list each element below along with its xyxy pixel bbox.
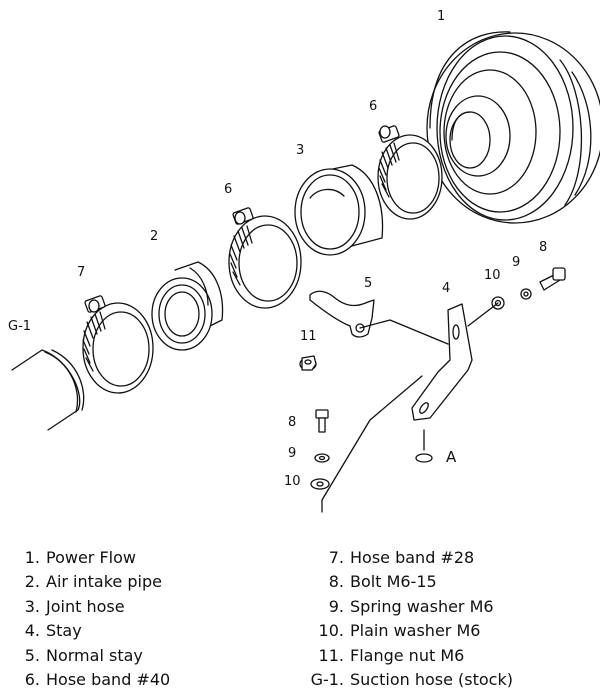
- legend-number: 1.: [24, 548, 40, 567]
- callout-6-lower: 6: [224, 182, 232, 197]
- air-intake-pipe: [151, 261, 224, 351]
- legend-number: 11.: [318, 645, 344, 665]
- legend-item: 1. Power Flow: [14, 546, 170, 570]
- legend-item: 11. Flange nut M6: [304, 644, 513, 668]
- legend-item: 7. Hose band #28: [304, 546, 513, 570]
- legend-number: 4.: [24, 621, 40, 641]
- callout-9-lower: 9: [288, 446, 296, 461]
- legend-number: 8.: [328, 572, 344, 592]
- legend-label: Normal stay: [46, 645, 143, 665]
- callout-9-right: 9: [512, 255, 520, 270]
- legend-number: 3.: [24, 596, 40, 616]
- callout-a: A: [446, 448, 457, 466]
- mount-point-a: [415, 453, 433, 463]
- legend-number: 6.: [24, 670, 40, 690]
- legend-label: Plain washer M6: [350, 621, 481, 641]
- callouts: 1 6 3 6 2 7 G-1 5 4 10 9 8 11 8 9 10 A: [8, 9, 547, 489]
- callout-10-right: 10: [484, 268, 501, 283]
- hose-band-40-lower: [228, 207, 302, 309]
- callout-5: 5: [364, 276, 372, 291]
- power-flow-filter: [426, 31, 600, 224]
- leader-lines: [321, 302, 499, 513]
- normal-stay: [309, 290, 375, 338]
- legend-item: 8. Bolt M6-15: [304, 570, 513, 594]
- legend-label: Hose band #28: [350, 548, 475, 567]
- legend-number: 7.: [328, 548, 344, 567]
- callout-11: 11: [300, 329, 317, 344]
- legend-item: 6. Hose band #40: [14, 668, 170, 692]
- legend-label: Power Flow: [46, 548, 136, 567]
- legend-item: 9. Spring washer M6: [304, 595, 513, 619]
- legend-label: Flange nut M6: [350, 645, 465, 665]
- callout-g1: G-1: [8, 319, 31, 334]
- legend-item: 5. Normal stay: [14, 644, 170, 668]
- legend-item: 2. Air intake pipe: [14, 570, 170, 594]
- legend-label: Bolt M6-15: [350, 572, 437, 592]
- parts-legend-right: 7. Hose band #28 8. Bolt M6-15 9. Spring wa…: [304, 546, 513, 692]
- callout-6-upper: 6: [369, 99, 377, 114]
- legend-item: G-1. Suction hose (stock): [304, 668, 513, 692]
- callout-8-right: 8: [539, 240, 547, 255]
- legend-number: 9.: [328, 596, 344, 616]
- legend-label: Joint hose: [46, 596, 125, 616]
- hardware-set-lower: [310, 409, 330, 490]
- legend-number: G-1.: [310, 670, 344, 690]
- legend-item: 4. Stay: [14, 619, 170, 643]
- hose-band-40-upper: [377, 125, 443, 220]
- legend-label: Stay: [46, 621, 82, 641]
- legend-number: 5.: [24, 645, 40, 665]
- legend-label: Suction hose (stock): [350, 670, 513, 690]
- callout-8-lower: 8: [288, 415, 296, 430]
- callout-7: 7: [77, 265, 85, 280]
- callout-1: 1: [437, 9, 445, 24]
- stay-bracket: [411, 303, 473, 421]
- callout-3: 3: [296, 143, 304, 158]
- hardware-set-right: [491, 267, 566, 310]
- legend-label: Spring washer M6: [350, 596, 494, 616]
- legend-number: 2.: [24, 572, 40, 592]
- flange-nut: [299, 355, 317, 371]
- exploded-parts-diagram: 1 6 3 6 2 7 G-1 5 4 10 9 8 11 8 9 10 A: [8, 9, 600, 513]
- legend-item: 10. Plain washer M6: [304, 619, 513, 643]
- legend-item: 3. Joint hose: [14, 595, 170, 619]
- legend-label: Hose band #40: [46, 670, 171, 690]
- joint-hose: [294, 164, 384, 256]
- parts-legend-left: 1. Power Flow 2. Air intake pipe 3. Joint h…: [14, 546, 170, 692]
- callout-2: 2: [150, 229, 158, 244]
- hose-band-28: [82, 295, 154, 394]
- legend-label: Air intake pipe: [46, 572, 162, 592]
- suction-hose-stock: [11, 349, 85, 431]
- callout-4: 4: [442, 281, 450, 296]
- legend-number: 10.: [318, 621, 344, 641]
- callout-10-lower: 10: [284, 474, 301, 489]
